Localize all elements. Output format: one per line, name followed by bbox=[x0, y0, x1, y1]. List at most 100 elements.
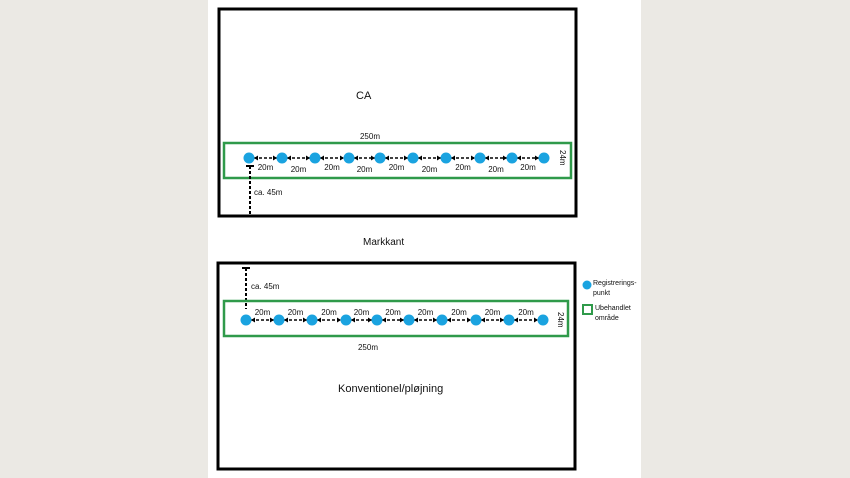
bottom-spacing-label: 20m bbox=[418, 308, 434, 317]
top-registration-point bbox=[243, 152, 255, 164]
bottom-arrow-head bbox=[534, 317, 538, 323]
top-registration-point bbox=[440, 152, 452, 164]
bottom-arrow-head bbox=[337, 317, 341, 323]
top-arrow-head bbox=[340, 155, 344, 161]
top-spacing-label: 20m bbox=[258, 163, 274, 172]
bottom-spacing-label: 20m bbox=[385, 308, 401, 317]
top-arrow-head bbox=[517, 155, 521, 161]
bottom-spacing-label: 20m bbox=[255, 308, 271, 317]
bottom-arrow-head bbox=[514, 317, 518, 323]
bottom-arrow-head bbox=[467, 317, 471, 323]
bottom-spacing-label: 20m bbox=[321, 308, 337, 317]
top-arrow-head bbox=[404, 155, 408, 161]
top-arrow-head bbox=[273, 155, 277, 161]
bottom-arrow-head bbox=[382, 317, 386, 323]
top-arrow-head bbox=[503, 155, 507, 161]
bottom-height-label: 24m bbox=[556, 312, 565, 328]
top-spacing-label: 20m bbox=[488, 165, 504, 174]
top-arrow-head bbox=[320, 155, 324, 161]
top-field-name: CA bbox=[356, 90, 372, 102]
top-width-label: 250m bbox=[360, 132, 380, 141]
top-arrow-head bbox=[485, 155, 489, 161]
top-arrow-head bbox=[451, 155, 455, 161]
bottom-registration-point bbox=[403, 314, 415, 326]
top-registration-point bbox=[538, 152, 550, 164]
top-registration-point bbox=[276, 152, 288, 164]
top-arrow-head bbox=[535, 155, 539, 161]
top-registration-point bbox=[309, 152, 321, 164]
bottom-arrow-head bbox=[317, 317, 321, 323]
bottom-arrow-head bbox=[368, 317, 372, 323]
bottom-arrow-head bbox=[303, 317, 307, 323]
top-distance-label: ca. 45m bbox=[254, 188, 283, 197]
top-arrow-head bbox=[371, 155, 375, 161]
top-spacing-label: 20m bbox=[455, 163, 471, 172]
top-arrow-head bbox=[287, 155, 291, 161]
top-arrow-head bbox=[437, 155, 441, 161]
bottom-registration-point bbox=[306, 314, 318, 326]
bottom-registration-point bbox=[503, 314, 515, 326]
bottom-arrow-head bbox=[414, 317, 418, 323]
bottom-distance-label: ca. 45m bbox=[251, 282, 280, 291]
bottom-spacing-label: 20m bbox=[485, 308, 501, 317]
legend-area-label-1: Ubehandlet bbox=[595, 305, 631, 312]
bottom-arrow-head bbox=[500, 317, 504, 323]
top-arrow-head bbox=[306, 155, 310, 161]
top-arrow-head bbox=[354, 155, 358, 161]
legend: Registrerings- punkt Ubehandlet område bbox=[582, 280, 637, 322]
top-arrow-head bbox=[471, 155, 475, 161]
bottom-arrow-head bbox=[433, 317, 437, 323]
legend-point-label-1: Registrerings- bbox=[593, 280, 637, 287]
bottom-point-row: 20m 20m 20m 20m 20m 20m 20m 20m 20m bbox=[240, 308, 549, 326]
top-spacing-label: 20m bbox=[291, 165, 307, 174]
bottom-arrow-head bbox=[400, 317, 404, 323]
top-registration-point bbox=[374, 152, 386, 164]
top-field-border bbox=[217, 7, 578, 218]
bottom-arrow-head bbox=[481, 317, 485, 323]
top-spacing-label: 20m bbox=[520, 163, 536, 172]
top-spacing-label: 20m bbox=[357, 165, 373, 174]
bottom-spacing-label: 20m bbox=[518, 308, 534, 317]
bottom-arrow-head bbox=[284, 317, 288, 323]
legend-area-symbol bbox=[582, 304, 593, 315]
top-registration-point bbox=[506, 152, 518, 164]
bottom-arrow-head bbox=[270, 317, 274, 323]
legend-point-label-2: punkt bbox=[593, 290, 610, 297]
bottom-arrow-head bbox=[447, 317, 451, 323]
top-registration-point bbox=[343, 152, 355, 164]
top-spacing-label: 20m bbox=[324, 163, 340, 172]
top-arrow-head bbox=[385, 155, 389, 161]
top-point-row: 20m 20m 20m 20m 20m 20m 20m 20m 20m bbox=[243, 152, 550, 174]
bottom-spacing-label: 20m bbox=[288, 308, 304, 317]
legend-point-symbol bbox=[582, 280, 592, 290]
bottom-registration-point bbox=[371, 314, 383, 326]
top-arrow-head bbox=[254, 155, 258, 161]
top-spacing-label: 20m bbox=[422, 165, 438, 174]
bottom-registration-point bbox=[273, 314, 285, 326]
bottom-registration-point bbox=[537, 314, 549, 326]
field-edge-label: Markkant bbox=[363, 237, 404, 248]
legend-area-label-2: område bbox=[595, 314, 619, 322]
top-arrow-head bbox=[418, 155, 422, 161]
bottom-spacing-label: 20m bbox=[354, 308, 370, 317]
bottom-field-border bbox=[216, 261, 577, 471]
bottom-untreated-strip bbox=[222, 299, 570, 338]
bottom-arrow-head bbox=[251, 317, 255, 323]
top-spacing-label: 20m bbox=[389, 163, 405, 172]
top-registration-point bbox=[407, 152, 419, 164]
top-height-label: 24m bbox=[558, 150, 567, 166]
bottom-registration-point bbox=[340, 314, 352, 326]
bottom-registration-point bbox=[470, 314, 482, 326]
bottom-arrow-head bbox=[351, 317, 355, 323]
bottom-width-label: 250m bbox=[358, 343, 378, 352]
bottom-registration-point bbox=[240, 314, 252, 326]
top-untreated-strip bbox=[222, 141, 573, 180]
bottom-field-name: Konventionel/pløjning bbox=[338, 383, 443, 395]
bottom-spacing-label: 20m bbox=[451, 308, 467, 317]
bottom-registration-point bbox=[436, 314, 448, 326]
top-registration-point bbox=[474, 152, 486, 164]
